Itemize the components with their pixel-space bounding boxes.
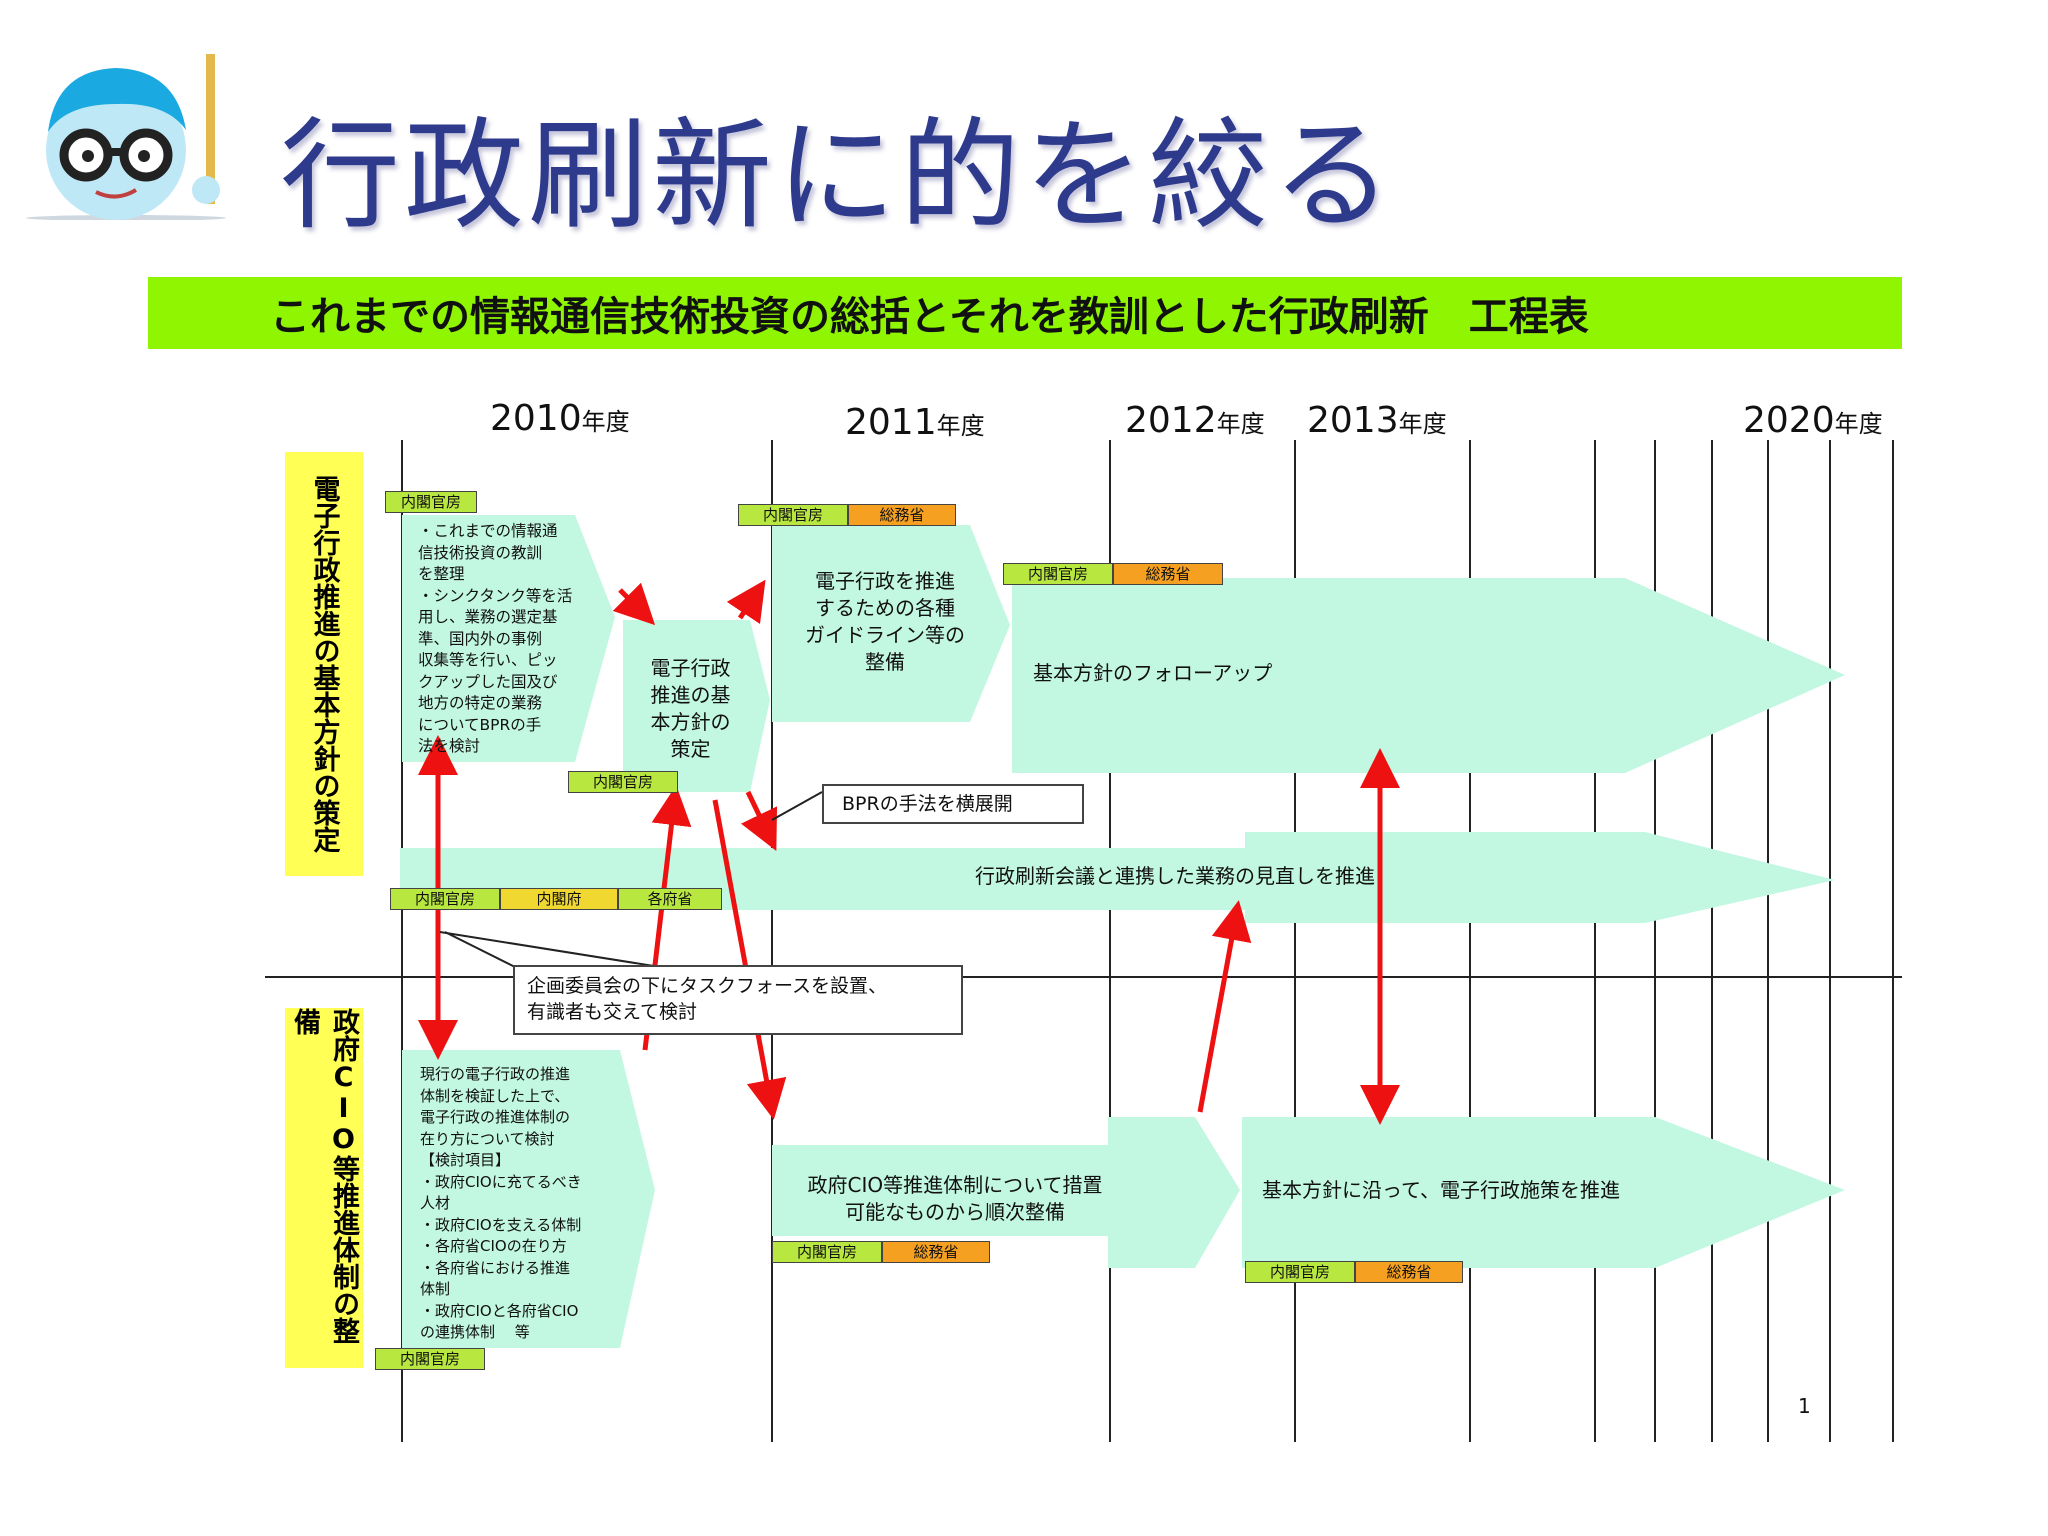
page-number: 1 — [1798, 1394, 1811, 1418]
year-2010-unit: 年度 — [581, 408, 630, 436]
reform-arrow — [400, 832, 1835, 923]
year-2010: 2010年度 — [490, 398, 630, 439]
basic-policy-text: 電子行政 推進の基 本方針の 策定 — [650, 656, 731, 761]
tag-cabinet-office: 内閣府 — [500, 888, 618, 910]
tag-cabinet-secretariat: 内閣官房 — [738, 504, 848, 526]
arrow-down-to-cio — [712, 799, 787, 1120]
year-2020: 2020年度 — [1743, 400, 1883, 441]
reform-text: 行政刷新会議と連携した業務の見直しを推進 — [975, 864, 1375, 888]
side-label-top: 電子行政推進の基本方針の策定 — [285, 452, 363, 876]
year-2012-unit: 年度 — [1216, 410, 1265, 438]
year-2011: 2011年度 — [845, 402, 985, 443]
tag-cabinet-secretariat: 内閣官房 — [1245, 1261, 1355, 1283]
taskforce-pointer-1 — [444, 931, 516, 968]
tag-mic: 総務省 — [1355, 1261, 1463, 1283]
year-2020-unit: 年度 — [1834, 410, 1883, 438]
year-2013: 2013年度 — [1307, 400, 1447, 441]
review-shape — [402, 515, 615, 762]
tag-cabinet-secretariat: 内閣官房 — [772, 1241, 882, 1263]
bpr-callout: BPRの手法を横展開 — [822, 784, 1084, 824]
tag-cabinet-secretariat: 内閣官房 — [385, 491, 477, 513]
basic-policy-shape — [623, 620, 770, 792]
tag-cabinet-secretariat: 内閣官房 — [390, 888, 500, 910]
promote-arrow — [1242, 1117, 1845, 1268]
guidelines-text: 電子行政を推進 するための各種 ガイドライン等の 整備 — [805, 569, 965, 674]
promote-text: 基本方針に沿って、電子行政施策を推進 — [1262, 1178, 1620, 1202]
year-2011-value: 2011 — [845, 402, 937, 443]
followup-arrow — [1012, 578, 1845, 773]
cio-review-text: 現行の電子行政の推進 体制を検証した上で、 電子行政の推進体制の 在り方について… — [420, 1065, 582, 1341]
side-label-bottom: 政府CIO等推進体制の整備 — [285, 1008, 363, 1368]
tag-cabinet-secretariat: 内閣官房 — [375, 1348, 485, 1370]
tag-ministries: 各府省 — [618, 888, 722, 910]
followup-text: 基本方針のフォローアップ — [1033, 661, 1273, 685]
year-2013-unit: 年度 — [1398, 410, 1447, 438]
tag-cabinet-secretariat: 内閣官房 — [1003, 563, 1113, 585]
year-2010-value: 2010 — [490, 398, 582, 439]
tag-mic: 総務省 — [1113, 563, 1223, 585]
year-2020-value: 2020 — [1743, 400, 1835, 441]
cio-review-shape — [402, 1050, 655, 1348]
arrow-cio-to-reform — [1197, 900, 1252, 1113]
arrow-policy-to-guidelines — [726, 579, 766, 625]
slide-title: 行政刷新に的を絞る — [280, 107, 1396, 246]
taskforce-pointer-2 — [439, 931, 661, 968]
mascot-icon — [26, 54, 226, 220]
tag-mic: 総務省 — [848, 504, 956, 526]
year-2012-value: 2012 — [1125, 400, 1217, 441]
cio-measures-arrow — [772, 1117, 1240, 1268]
bpr-pointer — [771, 791, 823, 821]
review-text: ・これまでの情報通 信技術投資の教訓 を整理 ・シンクタンク等を活 用し、業務の… — [418, 522, 573, 755]
diagram-banner: これまでの情報通信技術投資の総括とそれを教訓とした行政刷新 工程表 — [148, 277, 1902, 349]
cio-measures-text: 政府CIO等推進体制について措置 可能なものから順次整備 — [807, 1173, 1103, 1224]
year-2011-unit: 年度 — [936, 412, 985, 440]
year-2013-value: 2013 — [1307, 400, 1399, 441]
tag-cabinet-secretariat: 内閣官房 — [568, 771, 678, 793]
tag-mic: 総務省 — [882, 1241, 990, 1263]
arrow-policy-to-bpr — [740, 790, 778, 852]
year-2012: 2012年度 — [1125, 400, 1265, 441]
guidelines-shape — [772, 525, 1010, 722]
arrow-review-to-policy — [612, 582, 656, 626]
taskforce-callout: 企画委員会の下にタスクフォースを設置、 有識者も交えて検討 — [513, 965, 963, 1035]
